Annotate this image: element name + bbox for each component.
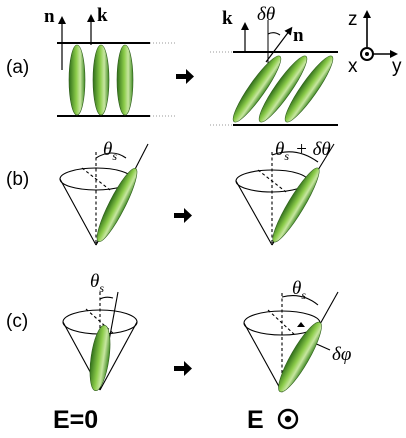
panel-b-left-molecule — [96, 167, 138, 243]
panel-a-k-label: k — [97, 5, 108, 26]
axis-y-label: y — [392, 56, 402, 77]
panel-a-transition-arrow — [176, 69, 194, 84]
panel-b-right-molecule — [272, 167, 320, 243]
panel-a-delta-theta-label: δθ — [257, 4, 275, 25]
panel-a-right-n-vector — [265, 26, 293, 63]
panel-a-tilted-molecule-1 — [232, 55, 282, 123]
panel-a-right-n-label: n — [293, 25, 304, 46]
panel-c-label: (c) — [6, 311, 28, 332]
panel-a: (a) n k k δθ n — [6, 4, 402, 126]
panel-a-tilted-molecule-3 — [284, 55, 334, 123]
panel-a-n-label: n — [44, 6, 55, 27]
panel-c-left-theta: θs — [90, 271, 104, 295]
panel-b: (b) θs θs+ δθ — [6, 139, 335, 246]
panel-c-left-molecule — [89, 324, 111, 392]
field-off-label: E=0 — [53, 406, 98, 434]
panel-c-right-molecule — [278, 321, 322, 393]
panel-a-upright-molecule-1 — [68, 44, 86, 116]
panel-c-delta-phi-label: δφ — [332, 344, 351, 365]
panel-b-label: (b) — [6, 169, 29, 190]
panel-b-left-theta: θs — [103, 139, 117, 163]
panel-a-upright-molecule-3 — [116, 44, 134, 116]
panel-c-transition-arrow — [174, 361, 192, 376]
panel-a-delta-theta-arc — [267, 32, 281, 36]
panel-a-right-k-label: k — [222, 8, 233, 29]
panel-a-tilted-molecule-2 — [258, 55, 308, 123]
panel-b-right-theta: θs+ δθ — [275, 139, 331, 163]
panel-b-transition-arrow — [174, 208, 192, 223]
panel-c: (c) θs θ — [6, 271, 351, 393]
panel-c-right-theta: θs — [292, 278, 306, 302]
axis-z-label: z — [348, 9, 358, 30]
axis-x-label: x — [348, 56, 358, 77]
field-out-of-page-icon — [277, 408, 299, 430]
panel-a-label: (a) — [6, 57, 29, 78]
axes-icon: z x y — [348, 9, 402, 77]
panel-a-upright-molecule-2 — [92, 44, 110, 116]
field-on-label: E — [247, 406, 264, 434]
